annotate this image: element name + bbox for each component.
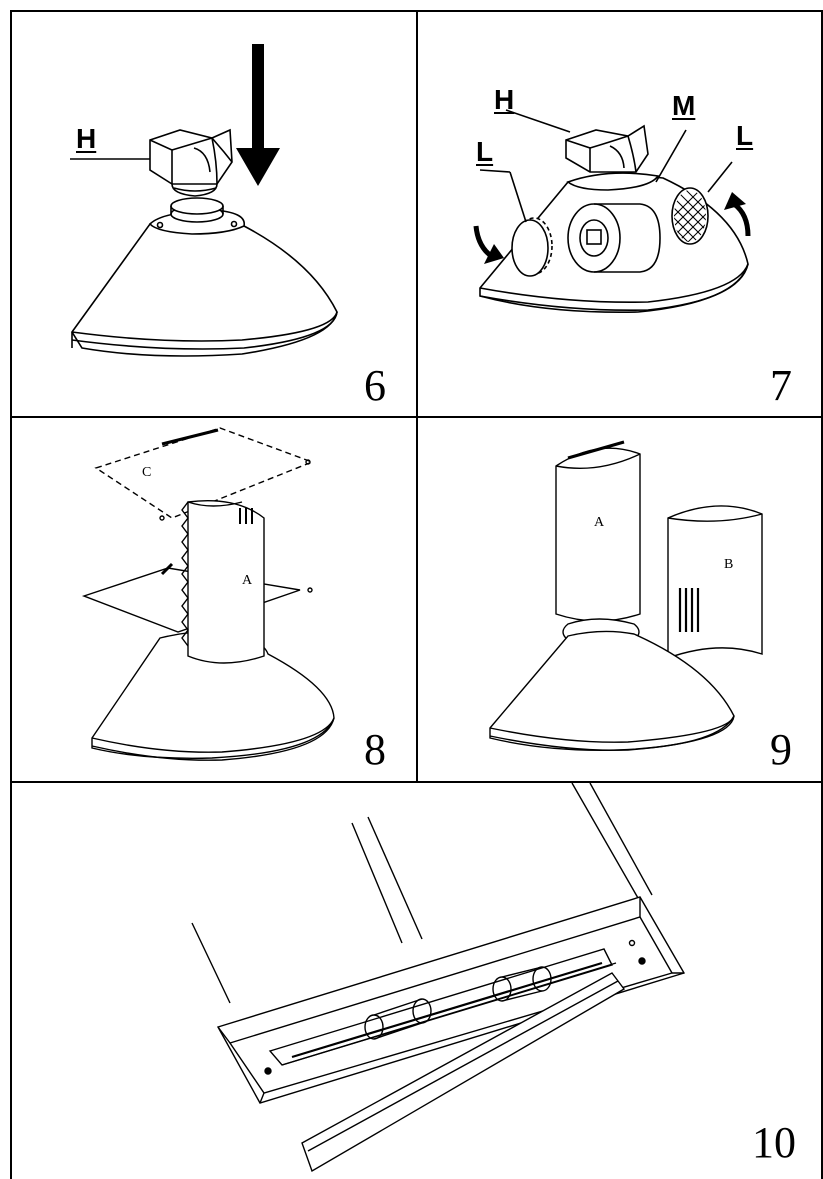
step-number: 6 (364, 361, 386, 410)
part-label-l-left: L (476, 136, 494, 167)
panel-step-9: A B 9 (418, 418, 821, 781)
part-label-h: H (76, 123, 97, 154)
part-label-a: A (242, 573, 253, 588)
light-panel-drawing (191, 783, 686, 1173)
frame-row1-divider (10, 416, 823, 418)
panel-step-10: 10 (12, 783, 821, 1179)
frame-right (821, 10, 823, 1179)
frame-row2-divider (10, 781, 823, 783)
part-label-l-right: L (736, 120, 754, 151)
part-label-b: B (724, 557, 734, 572)
filter-mesh (674, 190, 706, 242)
step-number: 8 (364, 725, 386, 774)
step-number: 7 (770, 361, 792, 410)
frame-left (10, 10, 12, 1179)
part-label-a: A (594, 515, 605, 530)
step-number: 9 (770, 725, 792, 774)
hood-motor-insertion-drawing (70, 44, 338, 357)
panel-step-8: C A 8 (12, 418, 416, 781)
frame-mid-vertical (416, 10, 418, 782)
filter-installation-drawing (473, 109, 751, 313)
part-label-h: H (494, 84, 515, 115)
part-label-c: C (142, 465, 152, 480)
chimney-bracket-drawing (81, 427, 335, 761)
panel-step-7: H M L L 7 (418, 12, 821, 416)
panel-step-6: H 6 (12, 12, 416, 416)
rotate-arrow-icon (473, 192, 751, 264)
part-label-m: M (672, 90, 696, 121)
installation-arrow-icon (236, 44, 280, 186)
step-number: 10 (752, 1118, 796, 1167)
chimney-cover-drawing (489, 440, 763, 751)
